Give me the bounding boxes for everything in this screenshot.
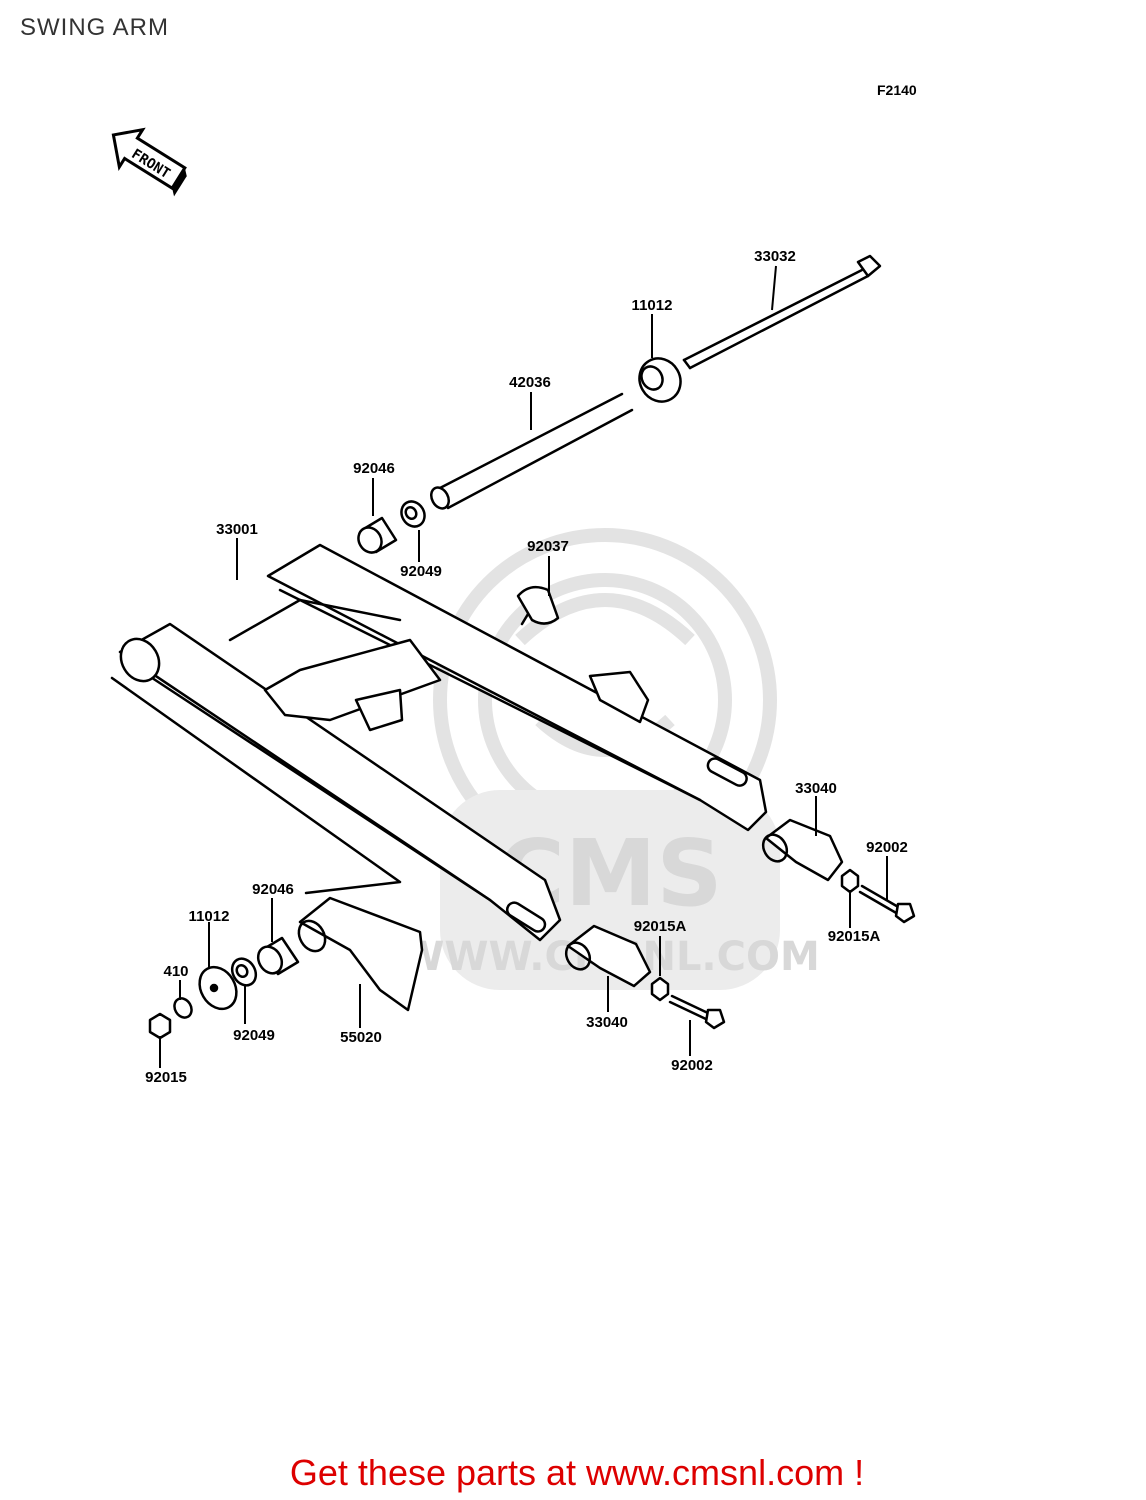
- cap-92037: [516, 585, 560, 626]
- callout-92002-right: 92002: [866, 839, 908, 856]
- sleeve-42036: [429, 392, 634, 510]
- bolt-92002-right: [858, 884, 916, 924]
- callout-42036: 42036: [509, 374, 551, 391]
- collar-11012: [638, 357, 682, 403]
- nut-92015a-right: [840, 868, 860, 894]
- bushing-92046-top: [357, 516, 398, 554]
- callout-55020: 55020: [340, 1029, 382, 1046]
- callout-92015a-mid: 92015A: [633, 918, 687, 935]
- bearing-92049-top: [400, 500, 426, 528]
- washer-410: [173, 997, 193, 1019]
- callout-33001: 33001: [216, 521, 258, 538]
- nut-92015: [148, 1012, 172, 1040]
- pivot-bolt-33032: [682, 254, 882, 370]
- callout-92015: 92015: [145, 1069, 187, 1086]
- leader-lines: [159, 265, 888, 1068]
- callout-410: 410: [163, 963, 189, 980]
- callout-33032: 33032: [754, 248, 796, 265]
- front-arrow-icon: FRONT: [111, 127, 187, 197]
- swing-arm-diagram: CMS WWW.CMSNL.COM FRONT: [110, 127, 916, 1068]
- callout-92037: 92037: [527, 538, 569, 555]
- callout-11012-bottom: 11012: [188, 908, 230, 925]
- callout-33040-right: 33040: [795, 780, 837, 797]
- nut-92015a-mid: [650, 976, 670, 1002]
- callout-92046-bottom: 92046: [252, 881, 294, 898]
- callout-92015a-right: 92015A: [827, 928, 881, 945]
- collar-11012-bottom: [198, 965, 238, 1011]
- swing-arm-33001: [110, 543, 768, 942]
- callout-11012-top: 11012: [631, 297, 673, 314]
- chain-adjuster-33040-right: [761, 818, 844, 882]
- bushing-92046-bottom: [256, 936, 300, 976]
- callout-33040-mid: 33040: [586, 1014, 628, 1031]
- bolt-92002-mid: [668, 994, 726, 1030]
- page-title: SWING ARM: [20, 14, 170, 41]
- footer-parts-link[interactable]: Get these parts at www.cmsnl.com !: [0, 1452, 1146, 1494]
- chain-guide-55020: [297, 896, 424, 1012]
- bearing-92049-bottom: [230, 957, 258, 987]
- figure-code: F2140: [877, 82, 917, 98]
- callout-92046-top: 92046: [353, 460, 395, 477]
- callout-92002-mid: 92002: [671, 1057, 713, 1074]
- footer-link-text: Get these parts at www.cmsnl.com !: [289, 1452, 865, 1493]
- callout-92049-top: 92049: [400, 563, 442, 580]
- chain-adjuster-33040-mid: [564, 924, 652, 988]
- callout-92049-bottom: 92049: [233, 1027, 275, 1044]
- watermark-pill: [440, 790, 780, 990]
